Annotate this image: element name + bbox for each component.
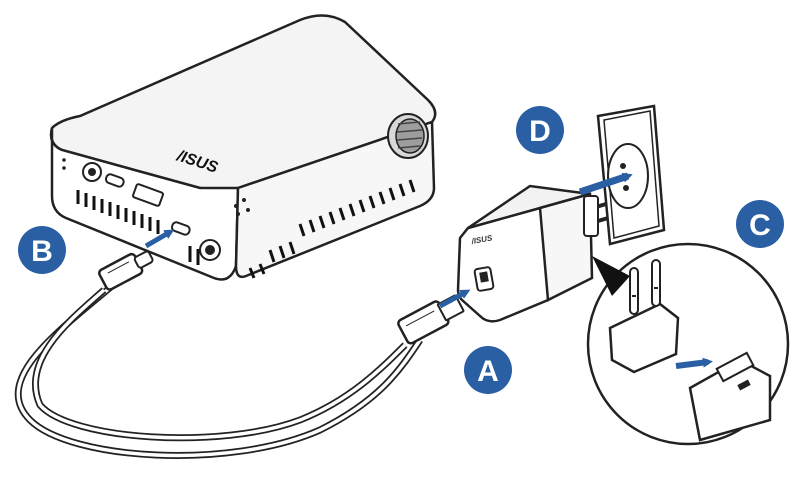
- step-badge-c: C: [736, 200, 784, 248]
- power-adapter: /ISUS: [456, 184, 609, 323]
- step-badge-b: B: [18, 226, 66, 274]
- charger-body-detail: [688, 351, 772, 442]
- usb-a-connector: [397, 294, 465, 345]
- arrow-b: [144, 229, 175, 249]
- arrow-d: [578, 172, 633, 196]
- step-badge-d: D: [516, 106, 564, 154]
- wall-socket: [596, 104, 666, 246]
- charger-logo: /ISUS: [470, 233, 494, 246]
- usb-c-cable: [14, 250, 465, 459]
- inset-pointer: [592, 256, 630, 296]
- step-label-d: D: [529, 115, 551, 148]
- front-port-panel: [62, 158, 250, 261]
- step-label-c: C: [749, 209, 771, 242]
- adapter-prongs: [583, 195, 609, 237]
- plug-adapter-detail-inset: [586, 242, 790, 446]
- front-vent-grille: [76, 190, 200, 265]
- lens: [387, 113, 429, 159]
- projector-right-face: [234, 120, 436, 279]
- hdmi-port: [132, 183, 164, 207]
- usb-c-connector: [98, 250, 154, 291]
- arrow-a: [438, 289, 471, 309]
- step-label-b: B: [31, 235, 53, 268]
- usb-c-port-1: [104, 173, 125, 188]
- adapter-side-face: [538, 192, 594, 302]
- eu-plug-adapter: [608, 259, 680, 374]
- step-badge-a: A: [464, 346, 512, 394]
- step-label-a: A: [477, 355, 499, 388]
- projector-device: /ISUS: [49, 14, 437, 281]
- usb-c-port-2: [170, 221, 191, 236]
- side-vent-grille: [248, 179, 416, 279]
- inset-arrow: [675, 357, 713, 369]
